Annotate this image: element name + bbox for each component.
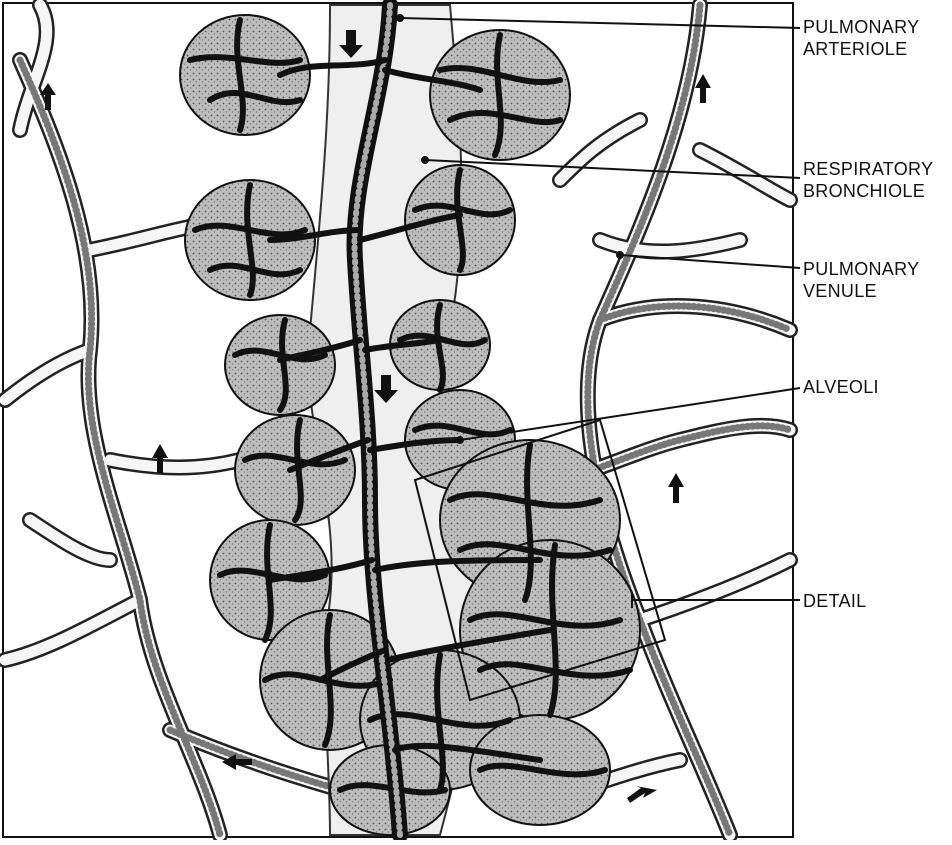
label-respiratory-bronchiole: RESPIRATORY BRONCHIOLE xyxy=(803,158,933,202)
label-pulmonary-venule: PULMONARY VENULE xyxy=(803,258,919,302)
label-pulmonary-arteriole: PULMONARY ARTERIOLE xyxy=(803,16,919,60)
label-alveoli: ALVEOLI xyxy=(803,376,879,398)
label-detail: DETAIL xyxy=(803,590,866,612)
